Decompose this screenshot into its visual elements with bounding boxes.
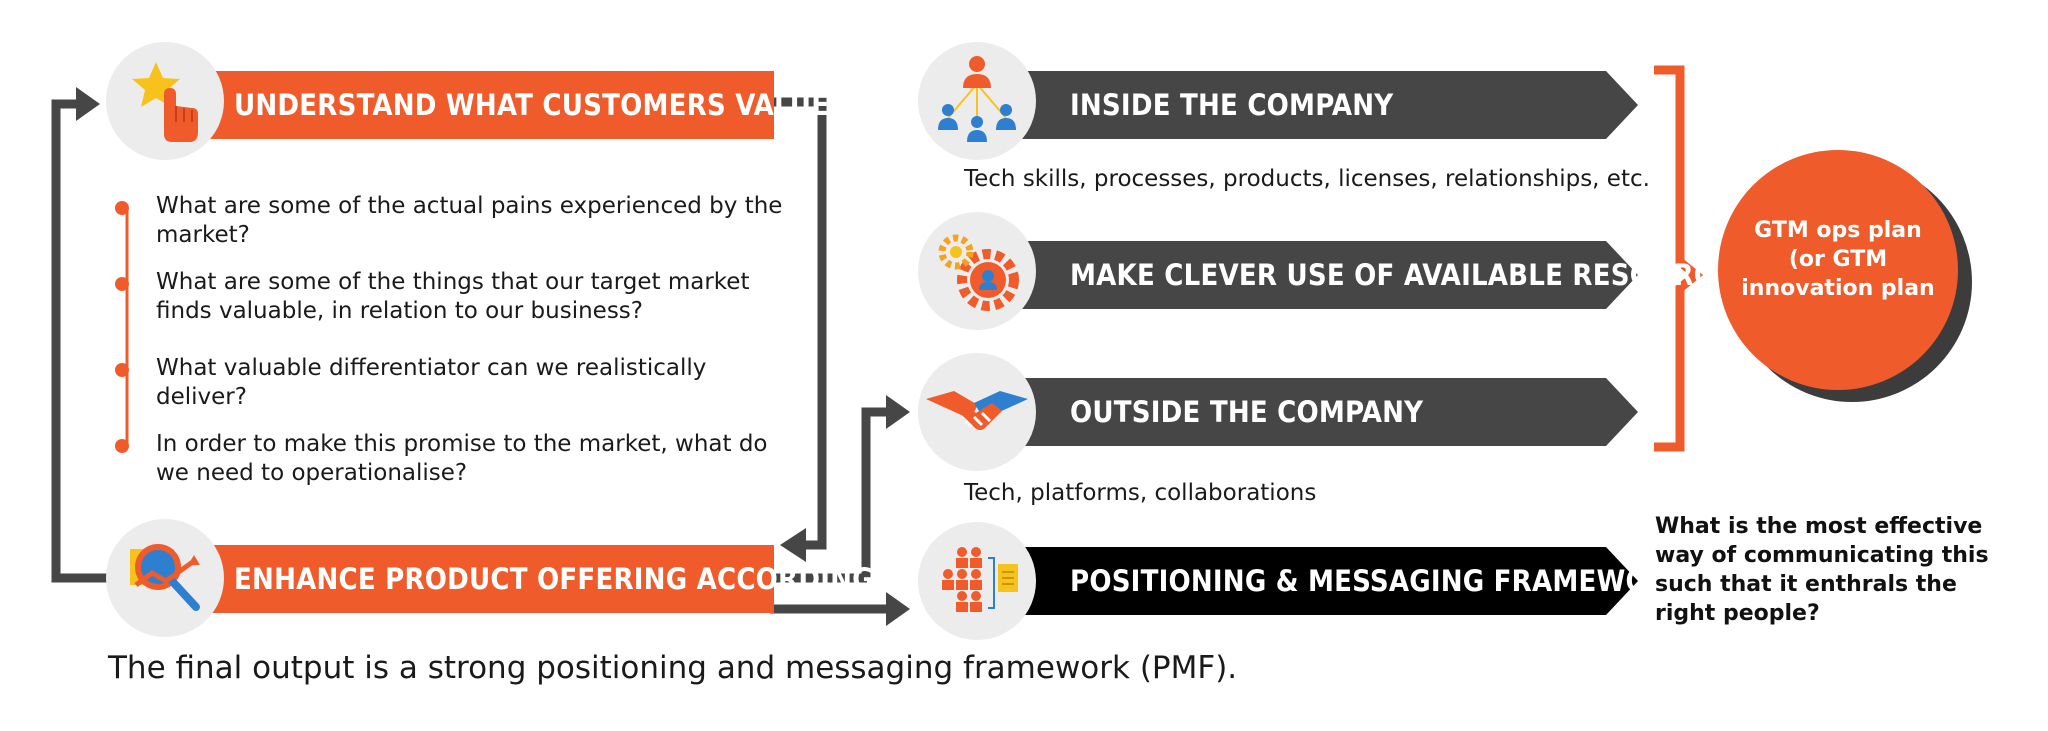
pmf-circle xyxy=(918,522,1036,640)
outside-company-label: OUTSIDE THE COMPANY xyxy=(1070,395,1424,429)
pmf-label: POSITIONING & MESSAGING FRAMEWORK xyxy=(1070,564,1689,598)
outside-company-desc: Tech, platforms, collaborations xyxy=(964,480,1317,506)
inside-company-desc: Tech skills, processes, products, licens… xyxy=(964,166,1650,192)
resources-label: MAKE CLEVER USE OF AVAILABLE RESOURCES xyxy=(1070,258,1751,292)
banner-outside-shape xyxy=(1016,378,1638,446)
banner-resources-shape xyxy=(1016,241,1638,309)
bullet-dot xyxy=(115,363,129,377)
banner-pmf-shape xyxy=(1016,547,1638,615)
question-text: In order to make this promise to the mar… xyxy=(156,431,768,486)
branch-arrow-outside-head xyxy=(886,395,910,429)
branch-arrow-pmf-head xyxy=(886,592,910,626)
understand-value-label: UNDERSTAND WHAT CUSTOMERS VALUE xyxy=(234,88,830,122)
star-click-icon xyxy=(132,62,198,142)
handshake-icon xyxy=(926,391,1028,430)
understand-value-banner: UNDERSTAND WHAT CUSTOMERS VALUE xyxy=(206,71,829,139)
inside-company-label: INSIDE THE COMPANY xyxy=(1070,88,1394,122)
gtm-plan-text: GTM ops plan (or GTM innovation plan xyxy=(1741,218,1935,301)
gtm-plan-circle: GTM ops plan (or GTM innovation plan xyxy=(1718,150,1958,390)
understand-value-circle xyxy=(106,42,224,160)
loop-arrow-right-head xyxy=(780,528,806,562)
loop-arrow-left-head xyxy=(76,87,100,121)
branch-arrow-outside xyxy=(770,407,888,583)
bracket xyxy=(1654,65,1704,452)
loop-arrow-left xyxy=(51,99,108,583)
gears-icon xyxy=(938,234,1019,311)
communication-question: What is the most effective way of commun… xyxy=(1655,514,1989,626)
inside-company-circle xyxy=(918,42,1036,160)
banner-inside-shape xyxy=(1016,71,1638,139)
audience-document-icon xyxy=(942,547,1018,612)
bullet-dot xyxy=(115,439,129,453)
resources-circle xyxy=(918,212,1036,330)
question-text: What are some of the things that our tar… xyxy=(156,269,750,324)
enhance-offering-circle xyxy=(106,519,224,637)
bullet-dot xyxy=(115,277,129,291)
question-text: What valuable differentiator can we real… xyxy=(156,355,707,410)
outside-company-circle xyxy=(918,353,1036,471)
footer-caption: The final output is a strong positioning… xyxy=(108,650,1238,686)
team-hierarchy-icon xyxy=(938,56,1016,142)
magnify-chart-icon xyxy=(130,544,200,611)
bullet-dot xyxy=(115,201,129,215)
enhance-offering-label: ENHANCE PRODUCT OFFERING ACCORDINGLY xyxy=(234,562,906,596)
enhance-offering-banner: ENHANCE PRODUCT OFFERING ACCORDINGLY xyxy=(206,545,905,613)
question-text: What are some of the actual pains experi… xyxy=(156,193,783,248)
